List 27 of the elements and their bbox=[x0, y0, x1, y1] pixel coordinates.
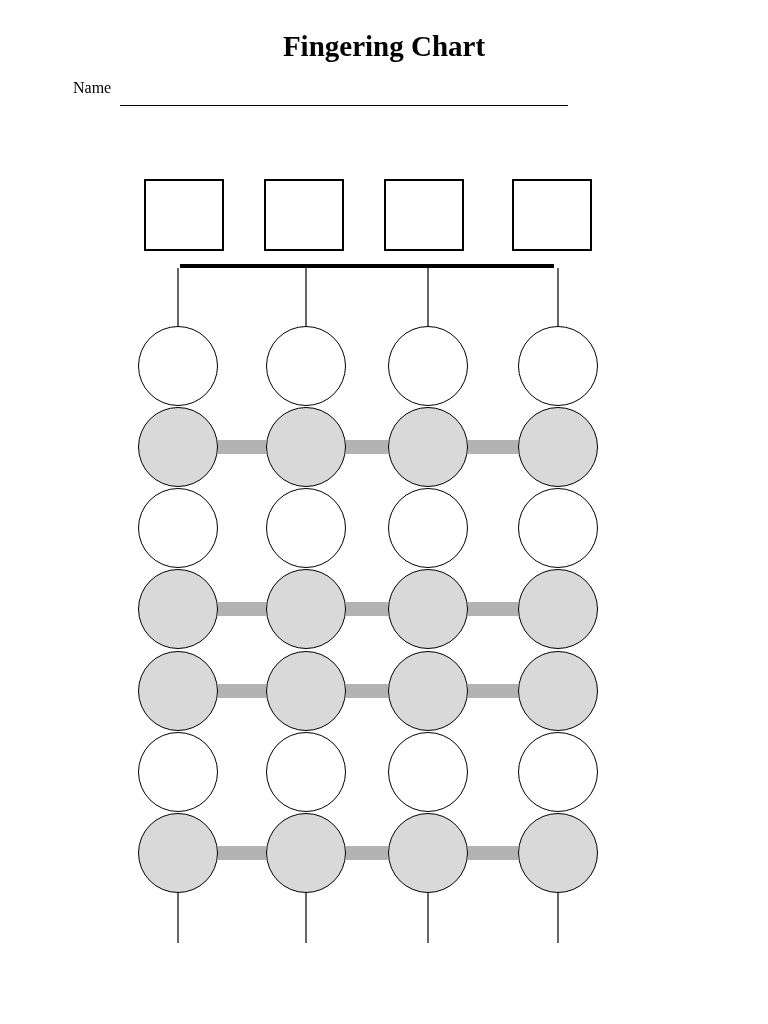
connector-bar bbox=[468, 684, 518, 698]
connector-bar bbox=[346, 602, 388, 616]
connector-line bbox=[177, 892, 179, 944]
connector-bar bbox=[218, 602, 266, 616]
connector-bar bbox=[346, 684, 388, 698]
connector-bar bbox=[218, 846, 266, 860]
connector-bar bbox=[346, 846, 388, 860]
name-label: Name bbox=[73, 79, 112, 97]
connector-line bbox=[305, 892, 307, 944]
chart-title: Fingering Chart bbox=[281, 30, 487, 63]
connector-bar bbox=[468, 602, 518, 616]
connector-bar bbox=[346, 440, 388, 454]
connector-line bbox=[557, 267, 559, 327]
answer-box bbox=[512, 179, 592, 251]
answer-box bbox=[264, 179, 344, 251]
connector-bar bbox=[468, 846, 518, 860]
connector-line bbox=[305, 267, 307, 327]
answer-box bbox=[384, 179, 464, 251]
connector-bar bbox=[218, 440, 266, 454]
bracket-bar bbox=[180, 264, 554, 268]
connector-line bbox=[177, 267, 179, 327]
connector-line bbox=[427, 892, 429, 944]
connector-bar bbox=[218, 684, 266, 698]
connector-line bbox=[427, 267, 429, 327]
answer-box bbox=[144, 179, 224, 251]
connector-bar bbox=[468, 440, 518, 454]
connector-line bbox=[557, 892, 559, 944]
